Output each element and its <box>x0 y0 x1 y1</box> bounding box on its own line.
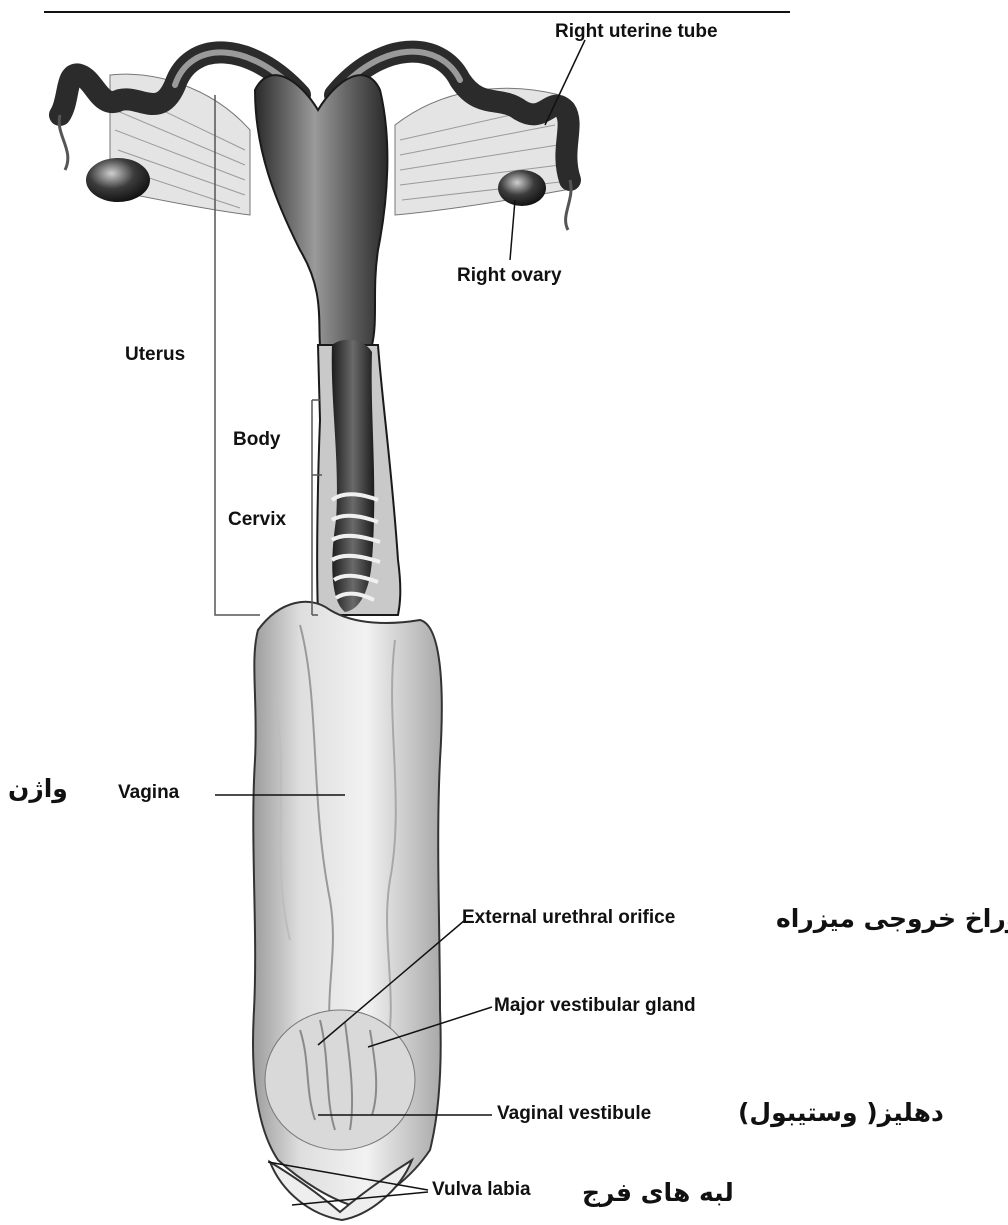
label-vagina-persian: واژن <box>8 776 68 801</box>
label-vestibule-persian: دهلیز( وستیبول) <box>738 1100 944 1125</box>
label-vaginal-vestibule: Vaginal vestibule <box>497 1104 651 1123</box>
label-uterus: Uterus <box>125 345 185 364</box>
label-cervix: Cervix <box>228 510 286 529</box>
label-body: Body <box>233 430 281 449</box>
cervical-canal <box>332 340 375 612</box>
label-vulva-labia: Vulva labia <box>432 1180 531 1199</box>
label-urethral-orifice-persian: سوراخ خروجی میزراه <box>776 906 1008 931</box>
uterus <box>255 75 387 345</box>
label-major-vestibular-gland: Major vestibular gland <box>494 996 696 1015</box>
label-right-ovary: Right ovary <box>457 266 562 285</box>
label-right-uterine-tube: Right uterine tube <box>555 22 718 41</box>
left-ovary <box>86 158 150 202</box>
vaginal-vestibule <box>265 1010 415 1150</box>
label-external-urethral-orifice: External urethral orifice <box>462 908 675 927</box>
label-vagina: Vagina <box>118 783 179 802</box>
right-ovary <box>498 170 546 206</box>
label-vulva-labia-persian: لبه های فرج <box>582 1180 734 1205</box>
